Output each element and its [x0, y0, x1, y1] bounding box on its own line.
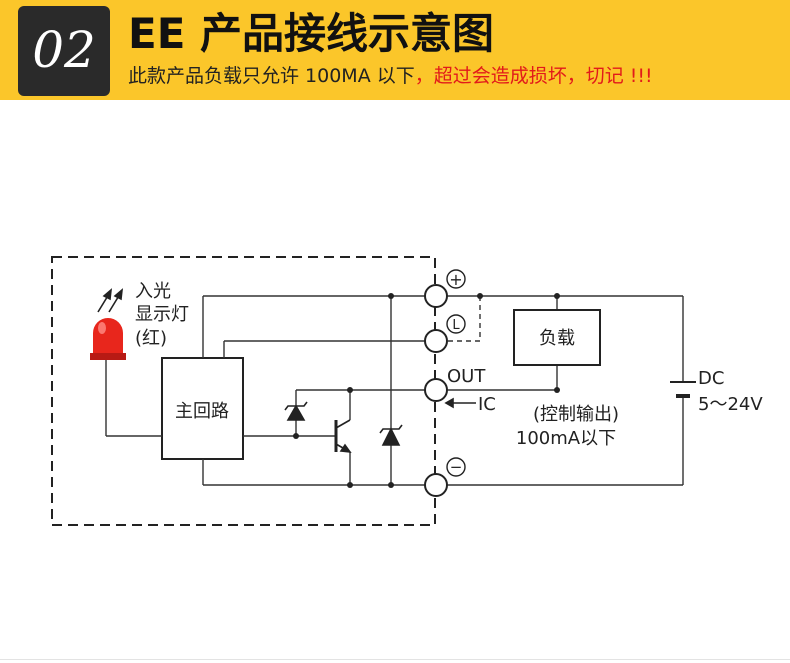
minus-marker: − [446, 457, 466, 477]
terminal-l [424, 329, 448, 353]
transistor-icon [334, 419, 352, 453]
current-arrow-icon [444, 397, 476, 409]
zener-diode-icon [284, 401, 308, 421]
load-label: 负载 [539, 328, 575, 349]
light-emission-arrows-icon [97, 288, 124, 313]
control-output-label: (控制输出) [533, 404, 619, 425]
ic-label: IC [478, 394, 496, 415]
terminal-plus [424, 284, 448, 308]
bottom-divider [0, 659, 790, 660]
out-label: OUT [447, 366, 486, 387]
red-led-icon [90, 318, 126, 360]
minus-marker-label: − [450, 458, 463, 476]
load-block [513, 309, 601, 366]
terminal-minus [424, 473, 448, 497]
led-label-line2: 显示灯 [135, 304, 189, 325]
plus-marker-label: + [449, 270, 462, 289]
led-label-line1: 入光 [135, 281, 171, 302]
l-marker: L [446, 314, 466, 334]
l-marker-label: L [452, 318, 460, 333]
load-notice: 此款产品负载只允许 100MA 以下，超过会造成损坏，切记 !!! [128, 62, 653, 90]
protection-zener-icon [379, 424, 403, 446]
header-band: 02 EE 产品接线示意图 此款产品负载只允许 100MA 以下，超过会造成损坏… [0, 0, 790, 100]
junction-dots [293, 293, 560, 488]
plus-marker: + [446, 269, 466, 289]
main-circuit-block [161, 357, 244, 460]
main-circuit-label: 主回路 [175, 401, 229, 422]
section-badge: 02 [18, 6, 110, 96]
l-terminal-link [447, 296, 481, 342]
supply-type-label: DC [698, 368, 724, 389]
current-limit-label: 100mA以下 [516, 428, 616, 449]
notice-warning: ，超过会造成损坏，切记 !!! [414, 65, 653, 87]
notice-text: 此款产品负载只允许 100MA 以下 [128, 65, 415, 87]
circuit-wires [105, 295, 684, 486]
led-label-line3: (红) [135, 328, 167, 349]
supply-range-label: 5～24V [698, 394, 763, 415]
terminal-out [424, 378, 448, 402]
dc-supply-icon [670, 381, 696, 398]
page-title: EE 产品接线示意图 [128, 9, 495, 58]
section-number: 02 [32, 21, 96, 79]
